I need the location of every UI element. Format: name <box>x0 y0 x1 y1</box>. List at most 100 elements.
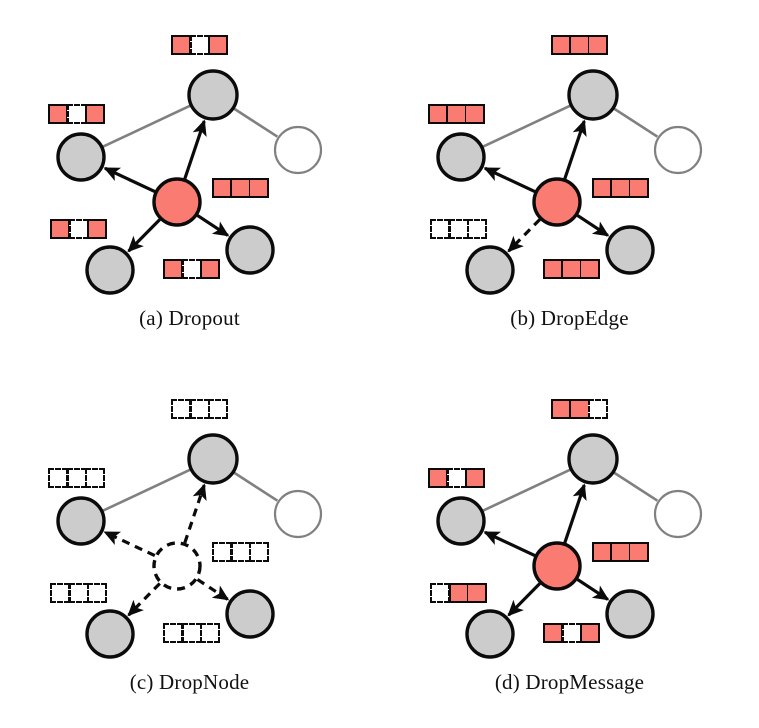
vector-left <box>48 104 105 124</box>
vector-bottom-left <box>50 583 107 603</box>
vector-bottom-left <box>430 583 487 603</box>
center-node <box>532 541 582 591</box>
feature-cell <box>66 104 87 124</box>
edge-center-to-top <box>183 119 207 180</box>
feature-cell <box>430 219 450 239</box>
caption-b: (b) DropEdge <box>510 306 629 330</box>
feature-cell <box>163 623 183 643</box>
feature-cell <box>208 35 228 55</box>
feature-cell <box>610 178 631 198</box>
feature-cell <box>85 104 105 124</box>
feature-cell <box>200 259 220 279</box>
feature-cell <box>629 178 649 198</box>
edge-center-to-left <box>483 166 536 194</box>
graph-canvas-d <box>436 433 703 659</box>
feature-cell <box>87 219 107 239</box>
top-node <box>187 433 239 485</box>
vector-bottom-left <box>50 219 107 239</box>
feature-cell <box>629 542 649 562</box>
feature-cell <box>249 542 269 562</box>
feature-cell <box>561 259 582 279</box>
left-node <box>56 132 106 182</box>
vector-bottom-right <box>543 623 600 643</box>
feature-cell <box>50 219 70 239</box>
graph-canvas-c <box>56 433 323 659</box>
feature-cell <box>428 104 448 124</box>
vector-top <box>551 35 608 55</box>
graph-d <box>380 364 759 674</box>
feature-cell <box>569 35 590 55</box>
feature-cell <box>551 399 571 419</box>
feature-cell <box>580 259 600 279</box>
vector-center <box>592 178 649 198</box>
edge-center-to-bl <box>507 582 541 617</box>
feature-cell <box>448 583 469 603</box>
left-node <box>436 496 486 546</box>
vector-left <box>428 104 485 124</box>
edge-center-to-left <box>483 530 536 558</box>
vector-left <box>428 468 485 488</box>
feature-cell <box>561 623 582 643</box>
graph-b <box>380 0 759 310</box>
left-node <box>56 496 106 546</box>
feature-cell <box>171 35 191 55</box>
outer-node <box>653 125 703 175</box>
edge-left-to-top <box>482 468 571 512</box>
edge-top-to-outer <box>613 471 659 502</box>
feature-cell <box>189 399 210 419</box>
caption-a: (a) Dropout <box>139 306 240 330</box>
feature-cell <box>467 219 487 239</box>
feature-cell <box>543 259 563 279</box>
feature-cell <box>200 623 220 643</box>
feature-cell <box>580 623 600 643</box>
feature-cell <box>467 583 487 603</box>
top-node <box>187 69 239 121</box>
feature-cell <box>181 623 202 643</box>
feature-cell <box>543 623 563 643</box>
outer-node <box>273 125 323 175</box>
feature-cell <box>85 468 105 488</box>
edge-top-to-outer <box>613 107 659 138</box>
top-node <box>567 433 619 485</box>
edge-center-to-top <box>563 483 587 544</box>
bottom-left-node <box>85 609 135 659</box>
vector-bottom-right <box>163 623 220 643</box>
feature-cell <box>446 468 467 488</box>
graph-c <box>0 364 379 674</box>
feature-cell <box>448 219 469 239</box>
outer-node <box>273 489 323 539</box>
feature-cell <box>68 583 89 603</box>
edge-left-to-top <box>102 104 191 148</box>
feature-cell <box>592 542 612 562</box>
vector-center <box>592 542 649 562</box>
caption-d: (d) DropMessage <box>494 670 645 694</box>
feature-cell <box>208 399 228 419</box>
feature-cell <box>87 583 107 603</box>
vector-bottom-left <box>430 219 487 239</box>
feature-cell <box>48 468 68 488</box>
panel-c: (c) DropNode <box>0 364 379 728</box>
edge-center-to-bl <box>127 582 161 617</box>
feature-cell <box>230 178 251 198</box>
feature-cell <box>430 583 450 603</box>
panel-b: (b) DropEdge <box>380 0 759 364</box>
edge-center-to-bl <box>127 218 161 253</box>
feature-cell <box>189 35 210 55</box>
edge-top-to-outer <box>233 107 279 138</box>
edge-top-to-outer <box>233 471 279 502</box>
feature-cell <box>230 542 251 562</box>
vector-top <box>171 35 228 55</box>
vector-top <box>551 399 608 419</box>
feature-cell <box>68 219 89 239</box>
edge-center-to-top <box>183 483 207 544</box>
vector-center <box>212 178 269 198</box>
graph-canvas-b <box>436 69 703 295</box>
outer-node <box>653 489 703 539</box>
vector-center <box>212 542 269 562</box>
feature-cell <box>592 178 612 198</box>
edge-center-to-br <box>576 214 610 237</box>
edge-center-to-br <box>196 214 230 237</box>
feature-cell <box>428 468 448 488</box>
feature-cell <box>50 583 70 603</box>
